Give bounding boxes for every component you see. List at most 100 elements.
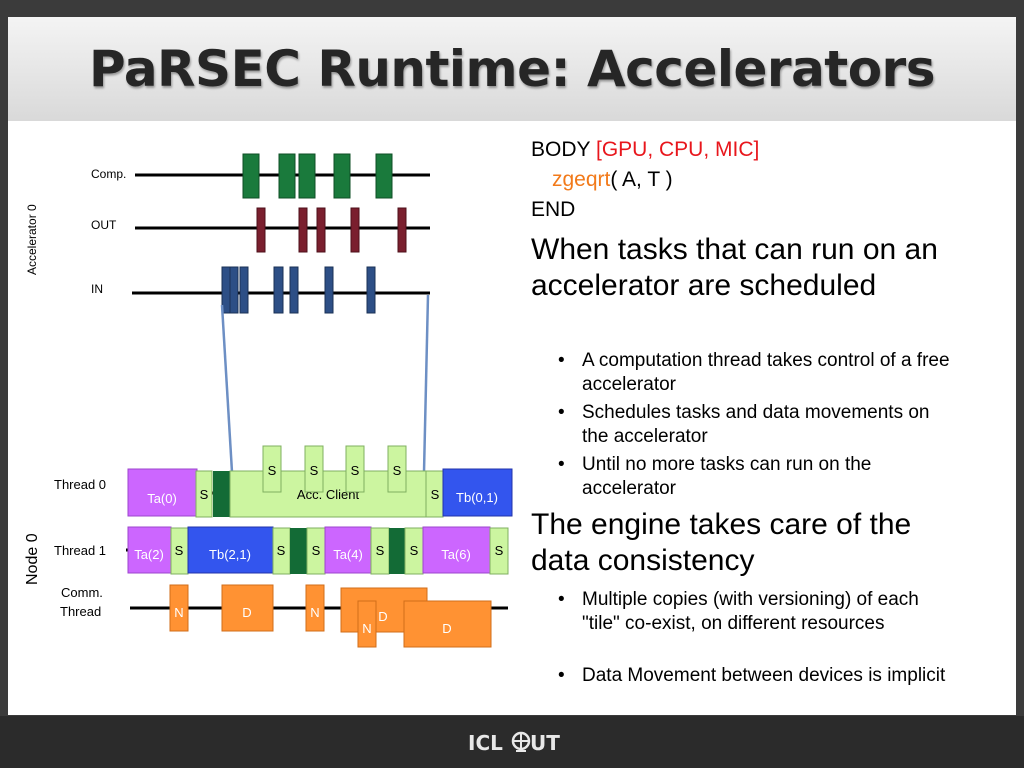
icl-logo: ICL UT <box>468 728 560 756</box>
bullet-item: • Multiple copies (with versioning) of e… <box>558 588 954 636</box>
thread0-s-right-label: S <box>431 487 440 502</box>
thread0-task-tb01 <box>442 468 513 517</box>
thread0-s-left-label: S <box>200 487 209 502</box>
bullet-text: Schedules tasks and data movements on th… <box>582 402 930 447</box>
bullet-item: • A computation thread takes control of … <box>558 349 954 397</box>
comm-n-label: N <box>362 621 371 636</box>
comm-d-block <box>403 600 492 648</box>
bullet-text: A computation thread takes control of a … <box>582 350 950 395</box>
thread1-task-ta6 <box>422 526 491 574</box>
logo-mark-icon <box>511 731 531 752</box>
comm-d-label: D <box>242 605 251 620</box>
bullet-dot: • <box>558 350 565 371</box>
logo-right-text: UT <box>530 731 560 755</box>
comp-blocks <box>242 153 393 199</box>
row-label-out: OUT <box>91 218 117 232</box>
comp-block <box>333 153 351 199</box>
thread1-task-ta2-label: Ta(2) <box>134 547 164 562</box>
link-line-left <box>220 304 234 473</box>
in-block <box>273 266 284 314</box>
thread0-task-tb01-label: Tb(0,1) <box>456 490 498 505</box>
bullet-item: • Schedules tasks and data movements on … <box>558 401 954 449</box>
comp-block <box>298 153 316 199</box>
thread0-dark-block <box>213 471 230 517</box>
thread1-s <box>489 527 509 575</box>
row-label-thread0: Thread 0 <box>54 477 106 492</box>
thread1-s-label: S <box>277 543 286 558</box>
slide-title: PaRSEC Runtime: Accelerators <box>89 40 935 98</box>
out-block <box>256 207 266 253</box>
code-line-end: END <box>531 198 576 221</box>
row-label-comp: Comp. <box>91 167 126 181</box>
comm-d-block <box>221 584 274 632</box>
comm-n-label: N <box>310 605 319 620</box>
bullet-text: Multiple copies (with versioning) of eac… <box>582 589 919 634</box>
in-block <box>366 266 376 314</box>
bullet-text: Until no more tasks can run on the accel… <box>582 454 872 499</box>
thread1-task-ta4-label: Ta(4) <box>333 547 363 562</box>
row-label-thread1: Thread 1 <box>54 543 106 558</box>
bullet-text: Data Movement between devices is implici… <box>582 665 946 686</box>
comm-n-label: N <box>174 605 183 620</box>
body-keyword: BODY <box>531 138 591 161</box>
thread0-s-popup <box>345 445 365 493</box>
thread0-s-popup-label: S <box>393 463 402 478</box>
out-blocks <box>256 207 407 253</box>
in-blocks <box>221 266 376 314</box>
thread0-s-popup <box>387 445 407 493</box>
node-label: Node 0 <box>24 533 41 585</box>
thread1-dark-block <box>290 528 307 574</box>
thread1-s-label: S <box>495 543 504 558</box>
heading-scheduled: When tasks that can run on an accelerato… <box>531 233 938 302</box>
comm-d-label: D <box>442 621 451 636</box>
thread0-s-popup-label: S <box>268 463 277 478</box>
function-name: zgeqrt <box>552 168 611 191</box>
bullet-item: • Data Movement between devices is impli… <box>558 664 954 688</box>
title-band <box>8 17 1016 121</box>
bullet-dot: • <box>558 454 565 475</box>
comp-block <box>278 153 296 199</box>
bullet-dot: • <box>558 589 565 610</box>
comm-d-label: D <box>378 609 387 624</box>
link-line-right <box>422 294 430 473</box>
thread0-s-popup <box>304 445 324 493</box>
thread1-task-ta6-label: Ta(6) <box>441 547 471 562</box>
in-block <box>229 266 239 314</box>
row-label-comm-thread: Thread <box>60 604 101 619</box>
out-block <box>298 207 308 253</box>
comp-block <box>242 153 260 199</box>
bullet-dot: • <box>558 402 565 423</box>
thread0-s-left <box>195 470 213 518</box>
thread1-task-ta2 <box>127 526 172 574</box>
code-line-function: zgeqrt( A, T ) <box>552 168 673 192</box>
thread1-s-label: S <box>312 543 321 558</box>
in-block <box>239 266 249 314</box>
thread1-s-label: S <box>376 543 385 558</box>
out-block <box>350 207 360 253</box>
out-block <box>397 207 407 253</box>
body-targets: [GPU, CPU, MIC] <box>595 138 760 161</box>
code-line-body: BODY [GPU, CPU, MIC] <box>531 138 759 162</box>
thread1-dark-block <box>389 528 405 574</box>
out-block <box>316 207 326 253</box>
thread1-s-label: S <box>410 543 419 558</box>
thread1-task-tb21-label: Tb(2,1) <box>209 547 251 562</box>
thread0-task-ta0-label: Ta(0) <box>147 491 177 506</box>
comm-n-block <box>169 584 189 632</box>
in-block <box>289 266 299 314</box>
accelerator-label: Accelerator 0 <box>25 204 39 275</box>
row-label-in: IN <box>91 282 103 296</box>
comm-n-block <box>357 600 377 648</box>
heading-consistency: The engine takes care of the data consis… <box>531 508 912 577</box>
logo-left-text: ICL <box>468 731 503 755</box>
bullet-dot: • <box>558 665 565 686</box>
function-args: ( A, T ) <box>610 168 673 191</box>
thread0-s-popup <box>262 445 282 493</box>
comm-n-block <box>305 584 325 632</box>
row-label-comm: Comm. <box>61 585 103 600</box>
thread1-task-ta4 <box>324 526 372 574</box>
bullet-item: • Until no more tasks can run on the acc… <box>558 453 954 501</box>
comp-block <box>375 153 393 199</box>
thread1-s-label: S <box>175 543 184 558</box>
